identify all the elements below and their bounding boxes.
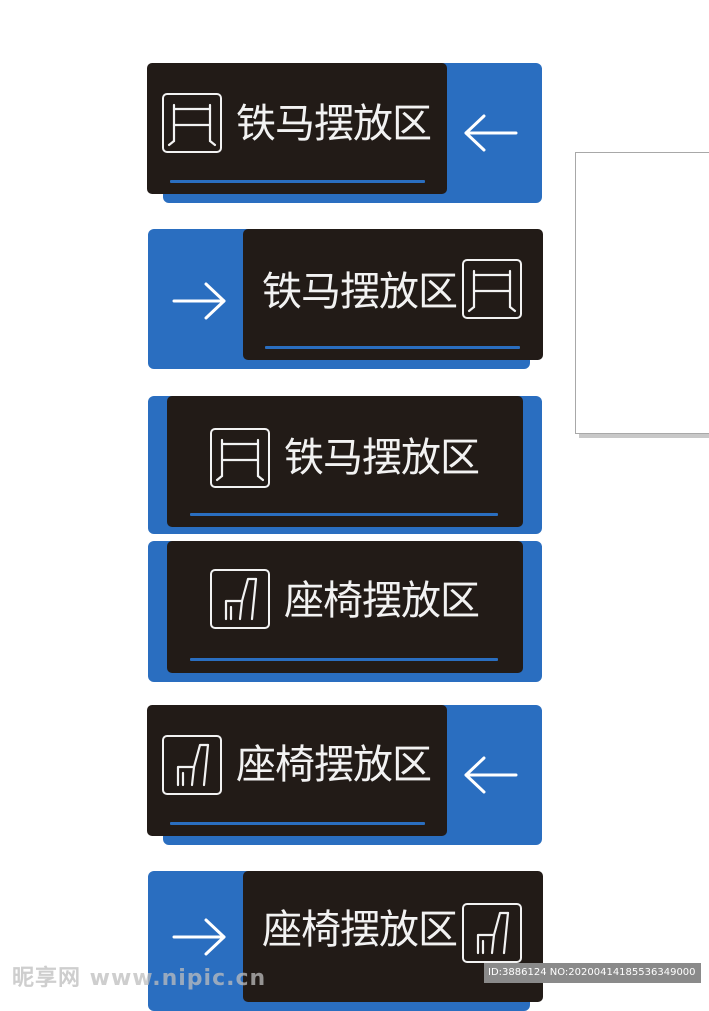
chair-icon [210, 569, 270, 629]
sign-4-underline [190, 658, 498, 661]
sign-5-dark-panel [147, 705, 447, 836]
sign-4-label: 座椅摆放区 [284, 578, 480, 624]
chair-icon [162, 735, 222, 795]
sign-5-label: 座椅摆放区 [236, 742, 432, 788]
arrow-left-icon [464, 756, 518, 794]
sign-1-label: 铁马摆放区 [236, 101, 432, 147]
arrow-right-icon [172, 918, 226, 956]
sign-6-label: 座椅摆放区 [262, 907, 458, 953]
arrow-left-icon [464, 114, 518, 152]
barrier-icon [462, 259, 522, 319]
sign-1-underline [170, 180, 425, 183]
image-id-bar: ID:3886124 NO:20200414185536349000 [484, 963, 701, 983]
barrier-icon [162, 93, 222, 153]
chair-icon [462, 903, 522, 963]
sign-2-label: 铁马摆放区 [262, 269, 458, 315]
sign-3-underline [190, 513, 498, 516]
sign-2-underline [265, 346, 520, 349]
arrow-right-icon [172, 282, 226, 320]
sign-3-dark-panel [167, 396, 523, 527]
sign-1-dark-panel [147, 63, 447, 194]
sign-3-label: 铁马摆放区 [284, 435, 480, 481]
watermark: 昵享网 www.nipic.cn [12, 966, 267, 991]
sign-5-underline [170, 822, 425, 825]
sign-2-dark-panel [243, 229, 543, 360]
blank-frame [575, 152, 709, 434]
barrier-icon [210, 428, 270, 488]
